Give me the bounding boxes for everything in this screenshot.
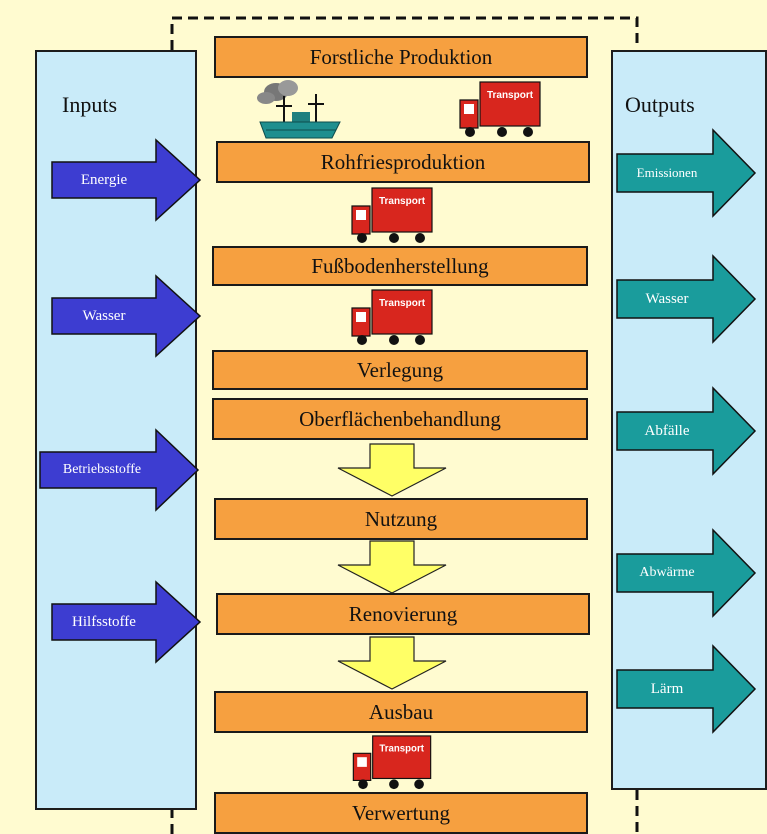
inputs-title: Inputs (62, 92, 117, 117)
outputs-title: Outputs (625, 92, 695, 117)
stage-oberflaechenbehandlung: Oberflächenbehandlung (212, 398, 588, 440)
output-label-laerm: Lärm (650, 680, 684, 697)
stage-fussbodenherstellung: Fußbodenherstellung (212, 246, 588, 286)
input-label-hilfsstoffe: Hilfsstoffe (72, 613, 136, 630)
stage-forstliche-produktion: Forstliche Produktion (214, 36, 588, 78)
input-label-energie: Energie (80, 171, 128, 188)
stage-verlegung: Verlegung (212, 350, 588, 390)
stage-verwertung: Verwertung (214, 792, 588, 834)
flow-arrow-2 (337, 540, 447, 594)
flow-arrow-1 (337, 443, 447, 497)
truck-label: Transport (379, 743, 424, 754)
output-label-wasser: Wasser (645, 290, 689, 307)
stage-renovierung: Renovierung (216, 593, 590, 635)
truck-label: Transport (487, 90, 534, 101)
truck-label: Transport (379, 196, 426, 207)
stage-ausbau: Ausbau (214, 691, 588, 733)
output-label-emissionen: Emissionen (636, 165, 698, 180)
flow-arrow-3 (337, 636, 447, 690)
truck-icon: Transport (459, 81, 541, 137)
input-label-wasser: Wasser (82, 307, 126, 324)
truck-label: Transport (379, 298, 426, 309)
output-label-abfaelle: Abfälle (644, 422, 690, 439)
stage-nutzung: Nutzung (214, 498, 588, 540)
truck-icon: Transport (351, 289, 433, 345)
truck-icon: Transport (352, 735, 432, 790)
output-label-abwaerme: Abwärme (639, 565, 695, 580)
input-label-betriebsstoffe: Betriebsstoffe (62, 462, 142, 477)
truck-icon: Transport (351, 187, 433, 243)
stage-rohfriesproduktion: Rohfriesproduktion (216, 141, 590, 183)
ship-icon (257, 80, 341, 139)
